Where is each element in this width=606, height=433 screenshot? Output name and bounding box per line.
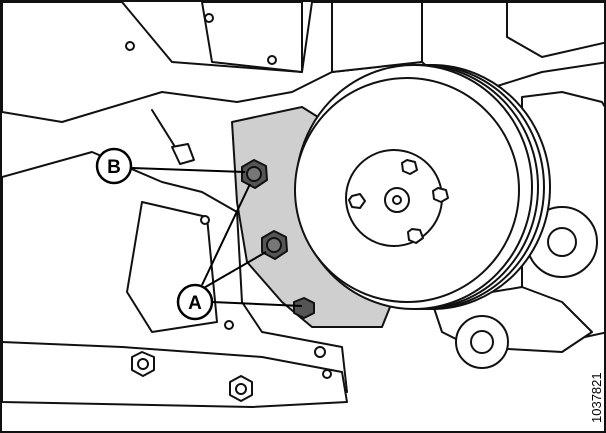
frame-bolt-1-face (137, 358, 149, 370)
upper-right-panel (331, 2, 423, 73)
bolt-a-lower (293, 297, 315, 319)
idler-pulley-hub (547, 227, 577, 257)
hub-bolt-4 (432, 187, 449, 203)
bolt-a-middle-face (266, 237, 282, 253)
pulley-shaft-center (392, 195, 402, 205)
top-right-bracket (506, 2, 604, 58)
upper-housing-inner-panel (201, 2, 303, 73)
callout-b: B (95, 147, 133, 185)
callout-a: A (176, 283, 214, 321)
callout-b-label: B (107, 157, 121, 178)
grease-fitting (171, 143, 195, 165)
leader-a-2 (201, 251, 267, 290)
figure-number: 1037821 (589, 372, 604, 423)
hub-bolt-1 (401, 159, 418, 175)
frame-hole-3 (224, 320, 234, 330)
frame-hole-2 (322, 369, 332, 379)
frame-hole-4 (200, 215, 210, 225)
callout-a-label: A (188, 293, 202, 314)
figure-number-backing (587, 352, 604, 424)
upper-hole-2 (204, 13, 214, 23)
upper-hole-3 (267, 55, 277, 65)
pivot-bushing-inner (470, 330, 494, 354)
leader-a-3 (211, 301, 303, 307)
grease-line (151, 109, 178, 151)
hub-bolt-3 (407, 228, 424, 244)
leader-b (131, 167, 246, 173)
frame-bolt-2-face (235, 383, 247, 395)
hub-bolt-2 (348, 193, 366, 209)
bolt-b-upper-face (246, 166, 262, 182)
frame-hole-1 (314, 346, 326, 358)
upper-hole-1 (125, 41, 135, 51)
base-plate (2, 341, 348, 408)
leader-a-1 (201, 183, 251, 286)
